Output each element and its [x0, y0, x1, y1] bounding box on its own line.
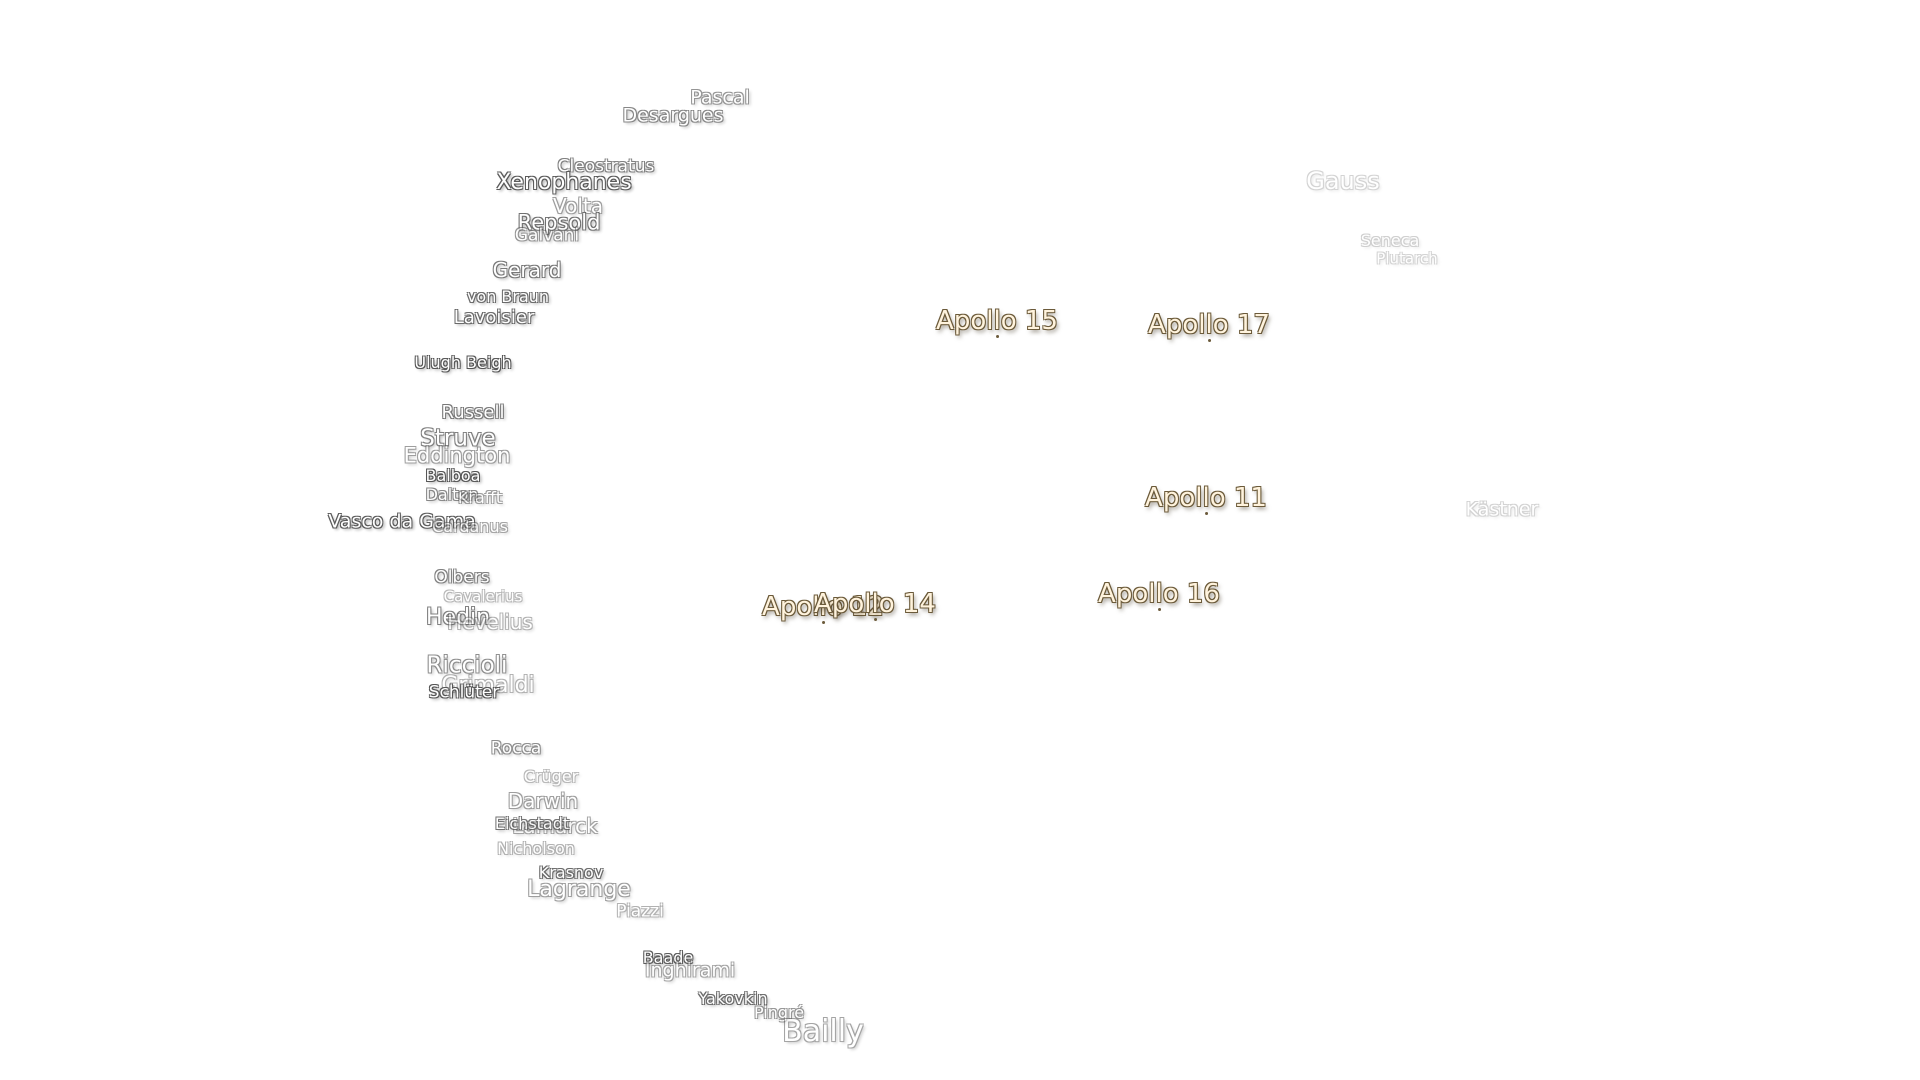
crater-label[interactable]: Olbers — [434, 567, 490, 588]
crater-label[interactable]: Ulugh Beigh — [414, 353, 512, 372]
landing-site-label: Apollo 16 — [1098, 579, 1220, 609]
crater-label[interactable]: Hevelius — [447, 610, 533, 634]
crater-label[interactable]: Lamarck — [512, 814, 598, 838]
crater-label[interactable]: Cleostratus — [557, 156, 655, 177]
crater-label[interactable]: Hedin — [425, 605, 491, 630]
crater-label[interactable]: Dalton — [425, 485, 479, 504]
crater-label[interactable]: Pascal — [690, 86, 750, 109]
landing-site-dot-icon — [822, 621, 825, 624]
crater-label[interactable]: Eichstadt — [494, 814, 570, 833]
crater-label[interactable]: Riccioli — [426, 652, 508, 679]
crater-label[interactable]: Kästner — [1465, 498, 1539, 521]
crater-label[interactable]: Desargues — [622, 104, 724, 127]
landing-site-label: Apollo 14 — [814, 589, 936, 619]
crater-label[interactable]: Pingré — [753, 1003, 805, 1022]
landing-site-dot-icon — [1208, 339, 1211, 342]
crater-label[interactable]: Inghirami — [644, 959, 736, 982]
crater-label[interactable]: Balboa — [425, 466, 481, 485]
landing-site-dot-icon — [1205, 512, 1208, 515]
landing-site-marker[interactable]: Apollo 14 — [814, 589, 936, 621]
crater-label[interactable]: Gerard — [492, 258, 562, 282]
crater-label[interactable]: Bailly — [782, 1014, 864, 1049]
crater-label[interactable]: Cardanus — [432, 517, 508, 536]
crater-label[interactable]: Baade — [642, 948, 694, 967]
crater-label[interactable]: Gauss — [1306, 167, 1380, 195]
landing-site-dot-icon — [996, 335, 999, 338]
crater-label[interactable]: Krasnov — [538, 863, 604, 882]
landing-site-label: Apollo 17 — [1148, 310, 1270, 340]
landing-site-marker[interactable]: Apollo 17 — [1148, 310, 1270, 342]
crater-label[interactable]: Repsold — [517, 210, 601, 235]
crater-label[interactable]: Cavalerius — [443, 587, 523, 606]
crater-label[interactable]: Struve — [420, 425, 496, 452]
crater-label[interactable]: Schlüter — [428, 682, 500, 703]
crater-label[interactable]: Krafft — [457, 488, 503, 507]
landing-site-label: Apollo 11 — [1145, 483, 1267, 513]
landing-site-dot-icon — [1158, 608, 1161, 611]
crater-label[interactable]: Vasco da Gama — [328, 510, 476, 533]
crater-label[interactable]: von Braun — [466, 287, 550, 306]
crater-label[interactable]: Yakovkin — [698, 989, 768, 1008]
crater-label[interactable]: Darwin — [507, 789, 579, 813]
crater-label[interactable]: Lagrange — [527, 877, 631, 902]
crater-label[interactable]: Eddington — [403, 443, 511, 468]
crater-label[interactable]: Plutarch — [1376, 249, 1438, 268]
landing-site-dot-icon — [874, 618, 877, 621]
crater-label[interactable]: Xenophanes — [496, 170, 632, 195]
crater-label[interactable]: Seneca — [1360, 231, 1420, 250]
landing-site-marker[interactable]: Apollo 15 — [936, 306, 1058, 338]
crater-label[interactable]: Lavoisier — [453, 307, 535, 328]
landing-site-label: Apollo 15 — [936, 306, 1058, 336]
crater-label[interactable]: Nicholson — [497, 839, 575, 858]
crater-label[interactable]: Crüger — [523, 767, 579, 786]
crater-label[interactable]: Rocca — [490, 738, 542, 759]
crater-label[interactable]: Piazzi — [616, 901, 664, 922]
landing-site-marker[interactable]: Apollo 11 — [1145, 483, 1267, 515]
landing-site-label: Apollo 12 — [762, 592, 884, 622]
crater-label[interactable]: Russell — [441, 402, 505, 423]
crater-label[interactable]: Grimaldi — [441, 673, 535, 698]
landing-site-marker[interactable]: Apollo 16 — [1098, 579, 1220, 611]
crater-label[interactable]: Volta — [552, 194, 604, 218]
landing-site-marker[interactable]: Apollo 12 — [762, 592, 884, 624]
crater-label[interactable]: Galvani — [514, 225, 580, 246]
